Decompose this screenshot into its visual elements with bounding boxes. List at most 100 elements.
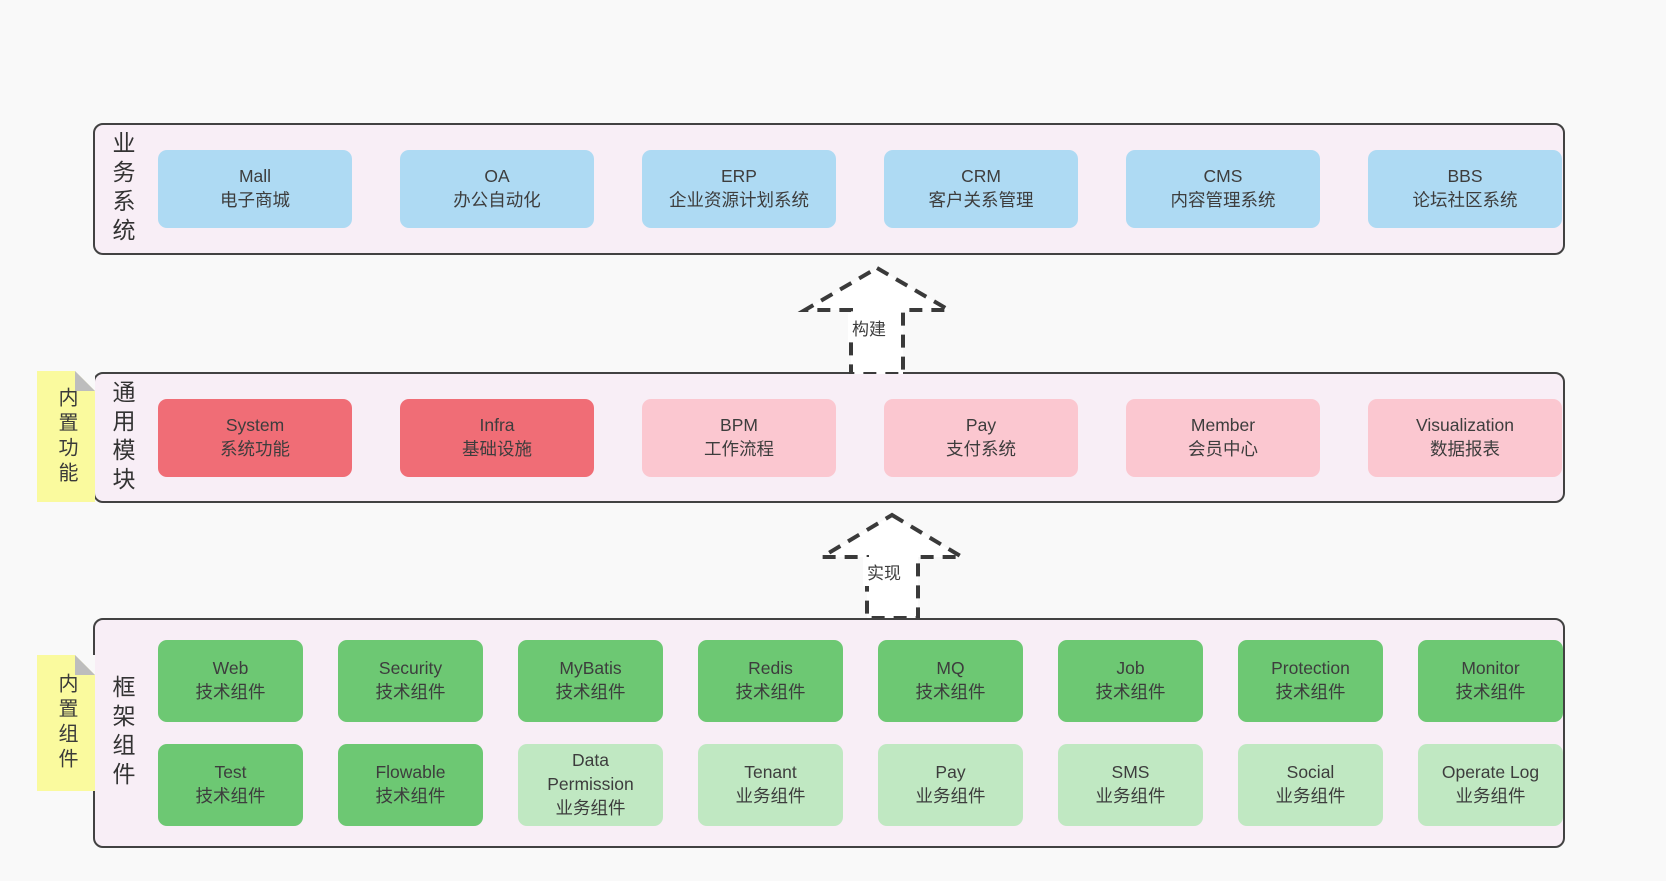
arrow-implement-label: 实现: [863, 557, 905, 586]
box-title: Monitor: [1461, 658, 1520, 679]
box-social: Social 业务组件: [1238, 744, 1383, 826]
box-test: Test 技术组件: [158, 744, 303, 826]
note-label: 内置组件: [55, 673, 77, 773]
business-systems-boxes: Mall 电子商城 OA 办公自动化 ERP 企业资源计划系统 CRM 客户关系…: [158, 150, 1562, 228]
box-subtitle: 业务组件: [915, 786, 986, 806]
box-subtitle: 客户关系管理: [928, 190, 1034, 210]
box-title: Tenant: [744, 762, 797, 783]
box-title: MyBatis: [559, 658, 622, 679]
common-modules-boxes: System 系统功能 Infra 基础设施 BPM 工作流程 Pay 支付系统…: [158, 398, 1562, 477]
box-title: CRM: [961, 166, 1001, 187]
box-operate-log: Operate Log 业务组件: [1418, 744, 1563, 826]
box-mq: MQ 技术组件: [878, 640, 1023, 722]
box-title: Protection: [1271, 658, 1350, 679]
box-title: Security: [378, 658, 443, 679]
box-title: Web: [212, 658, 249, 679]
box-title: System: [225, 414, 285, 435]
box-web: Web 技术组件: [158, 640, 303, 722]
box-data-permission: Data Permission 业务组件: [518, 744, 663, 826]
box-member: Member 会员中心: [1126, 398, 1320, 477]
arrow-build-label: 构建: [848, 313, 890, 342]
box-subtitle: 技术组件: [735, 682, 806, 702]
box-subtitle: 业务组件: [1275, 786, 1346, 806]
box-subtitle: 系统功能: [220, 438, 290, 459]
box-sms: SMS 业务组件: [1058, 744, 1203, 826]
band-label-framework-components: 框架组件: [109, 675, 135, 791]
box-title: Data Permission: [547, 750, 634, 795]
box-flowable: Flowable 技术组件: [338, 744, 483, 826]
box-tenant: Tenant 业务组件: [698, 744, 843, 826]
box-subtitle: 支付系统: [946, 438, 1016, 459]
box-subtitle: 企业资源计划系统: [669, 190, 809, 210]
box-erp: ERP 企业资源计划系统: [642, 150, 836, 228]
box-title: Redis: [748, 658, 793, 679]
box-oa: OA 办公自动化: [400, 150, 594, 228]
box-security: Security 技术组件: [338, 640, 483, 722]
box-title: Job: [1116, 658, 1145, 679]
box-system: System 系统功能: [158, 398, 352, 477]
box-bbs: BBS 论坛社区系统: [1368, 150, 1562, 228]
box-subtitle: 技术组件: [195, 786, 266, 806]
box-crm: CRM 客户关系管理: [884, 150, 1078, 228]
box-title: Social: [1286, 762, 1335, 783]
box-protection: Protection 技术组件: [1238, 640, 1383, 722]
box-subtitle: 业务组件: [1095, 786, 1166, 806]
box-subtitle: 技术组件: [1275, 682, 1346, 702]
box-title: SMS: [1111, 762, 1150, 783]
box-visualization: Visualization 数据报表: [1368, 398, 1562, 477]
box-title: Operate Log: [1441, 762, 1540, 783]
box-title: Pay: [965, 414, 997, 435]
box-redis: Redis 技术组件: [698, 640, 843, 722]
note-fold-icon: [75, 371, 95, 391]
box-title: Infra: [479, 414, 515, 435]
box-subtitle: 内容管理系统: [1170, 190, 1276, 210]
note-label: 内置功能: [55, 386, 77, 487]
box-title: ERP: [721, 166, 757, 187]
box-pay-component: Pay 业务组件: [878, 744, 1023, 826]
note-fold-icon: [75, 655, 95, 675]
box-title: Visualization: [1416, 414, 1514, 435]
band-label-business-systems: 业务系统: [109, 131, 135, 247]
box-infra: Infra 基础设施: [400, 398, 594, 477]
band-framework-components: 框架组件 Web 技术组件 Security 技术组件 MyBatis 技术组件…: [93, 618, 1565, 848]
framework-row-2: Test 技术组件 Flowable 技术组件 Data Permission …: [158, 744, 1563, 826]
box-title: Flowable: [375, 762, 446, 783]
box-subtitle: 技术组件: [1455, 682, 1526, 702]
band-common-modules: 通用模块 System 系统功能 Infra 基础设施 BPM 工作流程 Pay…: [93, 372, 1565, 503]
box-subtitle: 业务组件: [555, 797, 626, 818]
box-title: BBS: [1447, 166, 1483, 187]
box-subtitle: 技术组件: [555, 682, 626, 702]
box-subtitle: 技术组件: [195, 682, 266, 702]
box-title: Member: [1190, 414, 1256, 435]
sticky-note-built-in-features: 内置功能: [37, 371, 95, 502]
box-subtitle: 技术组件: [1095, 682, 1166, 702]
box-mybatis: MyBatis 技术组件: [518, 640, 663, 722]
box-subtitle: 技术组件: [375, 786, 446, 806]
box-mall: Mall 电子商城: [158, 150, 352, 228]
box-title: Mall: [238, 166, 272, 187]
framework-components-rows: Web 技术组件 Security 技术组件 MyBatis 技术组件 Redi…: [158, 640, 1563, 826]
box-pay-module: Pay 支付系统: [884, 398, 1078, 477]
band-business-systems: 业务系统 Mall 电子商城 OA 办公自动化 ERP 企业资源计划系统 CRM…: [93, 123, 1565, 255]
box-title: OA: [484, 166, 510, 187]
box-subtitle: 论坛社区系统: [1412, 190, 1518, 210]
box-monitor: Monitor 技术组件: [1418, 640, 1563, 722]
sticky-note-built-in-components: 内置组件: [37, 655, 95, 791]
box-subtitle: 业务组件: [735, 786, 806, 806]
box-title: MQ: [936, 658, 965, 679]
box-subtitle: 会员中心: [1188, 438, 1258, 459]
box-title: BPM: [720, 414, 758, 435]
box-cms: CMS 内容管理系统: [1126, 150, 1320, 228]
box-subtitle: 技术组件: [375, 682, 446, 702]
box-subtitle: 数据报表: [1430, 438, 1500, 459]
box-subtitle: 电子商城: [220, 190, 290, 210]
box-subtitle: 业务组件: [1455, 786, 1526, 806]
band-label-common-modules: 通用模块: [109, 379, 135, 496]
box-job: Job 技术组件: [1058, 640, 1203, 722]
box-bpm: BPM 工作流程: [642, 398, 836, 477]
box-title: Pay: [935, 762, 966, 783]
box-title: Test: [214, 762, 247, 783]
box-subtitle: 办公自动化: [453, 190, 541, 210]
box-subtitle: 工作流程: [704, 438, 774, 459]
